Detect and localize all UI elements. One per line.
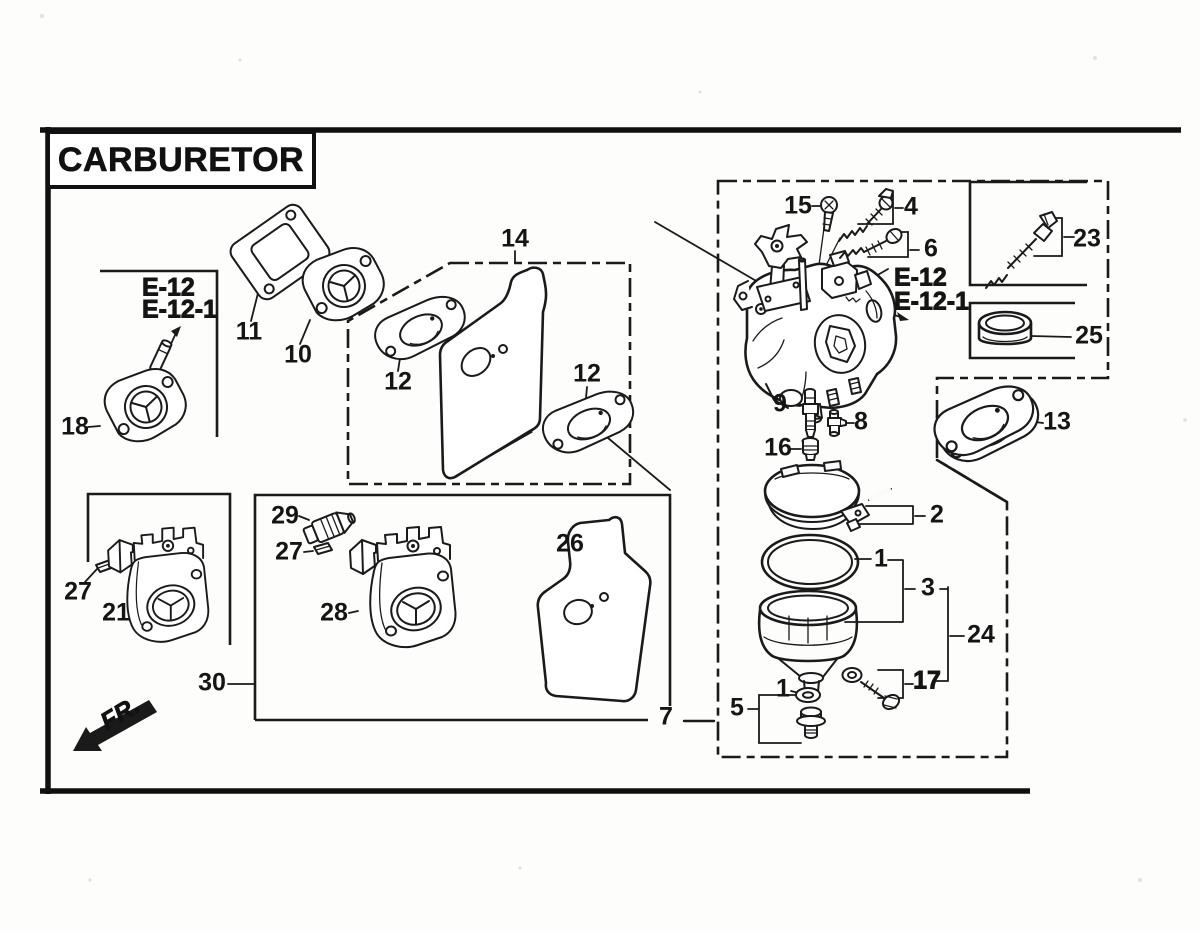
title-block: CARBURETOR [46,130,316,189]
part-number-label: 25 [1075,322,1103,350]
part-15-screw-drawing [820,196,838,232]
part-number-label: 14 [501,225,529,253]
part-5-bowl-bolt-drawing [796,706,826,739]
part-number-label: 5 [730,694,744,722]
part-number-label: 8 [854,408,868,436]
group-box-carburetor [716,179,1110,759]
part-number-label: 28 [320,599,348,627]
part-13-gasket-drawing [926,378,1048,469]
part-number-label: 30 [198,669,226,697]
part-8-main-jet-drawing [827,409,847,437]
part-2-float-drawing [763,460,892,532]
part-4-pilot-screw-drawing [838,188,894,242]
part-6-throttle-stop-screw-drawing [839,227,903,259]
group-boxes [86,179,1110,759]
part-number-label: 13 [1043,408,1071,436]
group-box-25 [968,301,1075,360]
part-number-label: 24 [967,621,995,649]
section-ref-label: E-12 [894,264,947,292]
part-17-drain-screw-drawing [841,667,901,711]
part-number-label: 7 [659,703,673,731]
page-title: CARBURETOR [58,141,304,179]
part-27-packing-drawing [313,542,333,555]
part-number-label: 18 [61,413,89,441]
part-number-label: 9 [773,390,787,418]
group-box-18 [100,269,219,437]
front-direction-arrow: FR. [73,691,157,751]
part-number-label: 27 [64,578,92,606]
section-ref-label: E-12-1 [142,296,217,324]
part-16-jet-drawing [801,437,819,461]
part-25-cap-drawing [977,310,1033,346]
section-ref-label: E-12-1 [894,288,969,316]
part-28-spacer-drawing [349,526,457,649]
part-26-gasket-drawing [536,515,652,703]
group-box-14 [346,261,632,486]
part-1-bowl-gasket-drawing [760,533,860,591]
part-number-label: 10 [284,341,312,369]
part-number-label: 15 [784,192,812,220]
part-number-label: 27 [275,538,303,566]
scan-noise [40,14,1187,882]
group-box-23 [968,180,1087,287]
part-14-heat-shield-drawing [438,266,548,480]
part-9-main-nozzle-drawing [802,388,819,438]
part-number-label: 1 [874,545,888,573]
part-11-gasket-drawing [229,203,331,301]
part-number-label: 1 [776,675,790,703]
part-18-insulator-drawing [98,339,194,449]
part-number-label: 11 [236,318,263,346]
part-number-label: 16 [764,434,792,462]
part-number-label: 4 [904,193,918,221]
part-number-label: 2 [930,501,944,529]
part-29-solenoid-drawing [302,511,356,545]
group-box-7 [253,493,672,722]
part-12-gasket-drawing [536,385,641,460]
part-number-label: 26 [556,530,584,558]
part-number-label: 21 [102,599,130,627]
part-number-label: 6 [924,235,938,263]
part-number-label: 12 [573,360,601,388]
part-number-label: 17 [913,667,941,695]
leader-lines [84,192,1075,744]
part-1-sealing-washer-drawing [795,687,821,703]
part-23-pilot-screw-set-drawing [985,211,1058,289]
section-ref-label: E-12 [142,274,195,302]
part-number-label: 12 [384,368,412,396]
carburetor-body-drawing [733,224,898,424]
part-number-label: 3 [921,574,935,602]
part-number-label: 29 [271,502,299,530]
part-3-float-bowl-drawing [757,589,859,696]
part-number-label: 23 [1073,225,1101,253]
group-box-21 [86,492,232,645]
